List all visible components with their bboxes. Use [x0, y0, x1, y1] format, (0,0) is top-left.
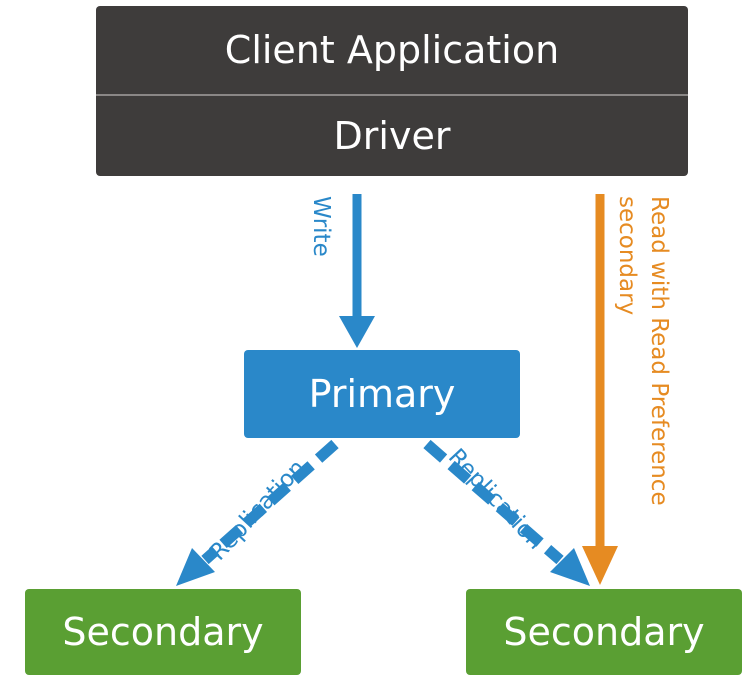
read-arrow [582, 194, 618, 585]
replication-right-label: Replication [442, 444, 549, 555]
primary-node: Primary [244, 350, 520, 438]
read-preference-mode-label: secondary [614, 196, 640, 316]
write-label: Write [308, 196, 334, 257]
client-application-box: Client Application Driver [96, 6, 688, 176]
write-arrow [339, 194, 375, 348]
secondary-node-left: Secondary [25, 589, 301, 675]
secondary-node-right: Secondary [466, 589, 742, 675]
secondary-right-label: Secondary [503, 610, 705, 654]
secondary-left-label: Secondary [62, 610, 264, 654]
replication-left-label: Replication [205, 454, 311, 566]
driver-label: Driver [96, 94, 688, 176]
client-application-label: Client Application [224, 28, 560, 72]
primary-label: Primary [308, 372, 456, 416]
read-preference-label: Read with Read Preference [646, 196, 672, 506]
